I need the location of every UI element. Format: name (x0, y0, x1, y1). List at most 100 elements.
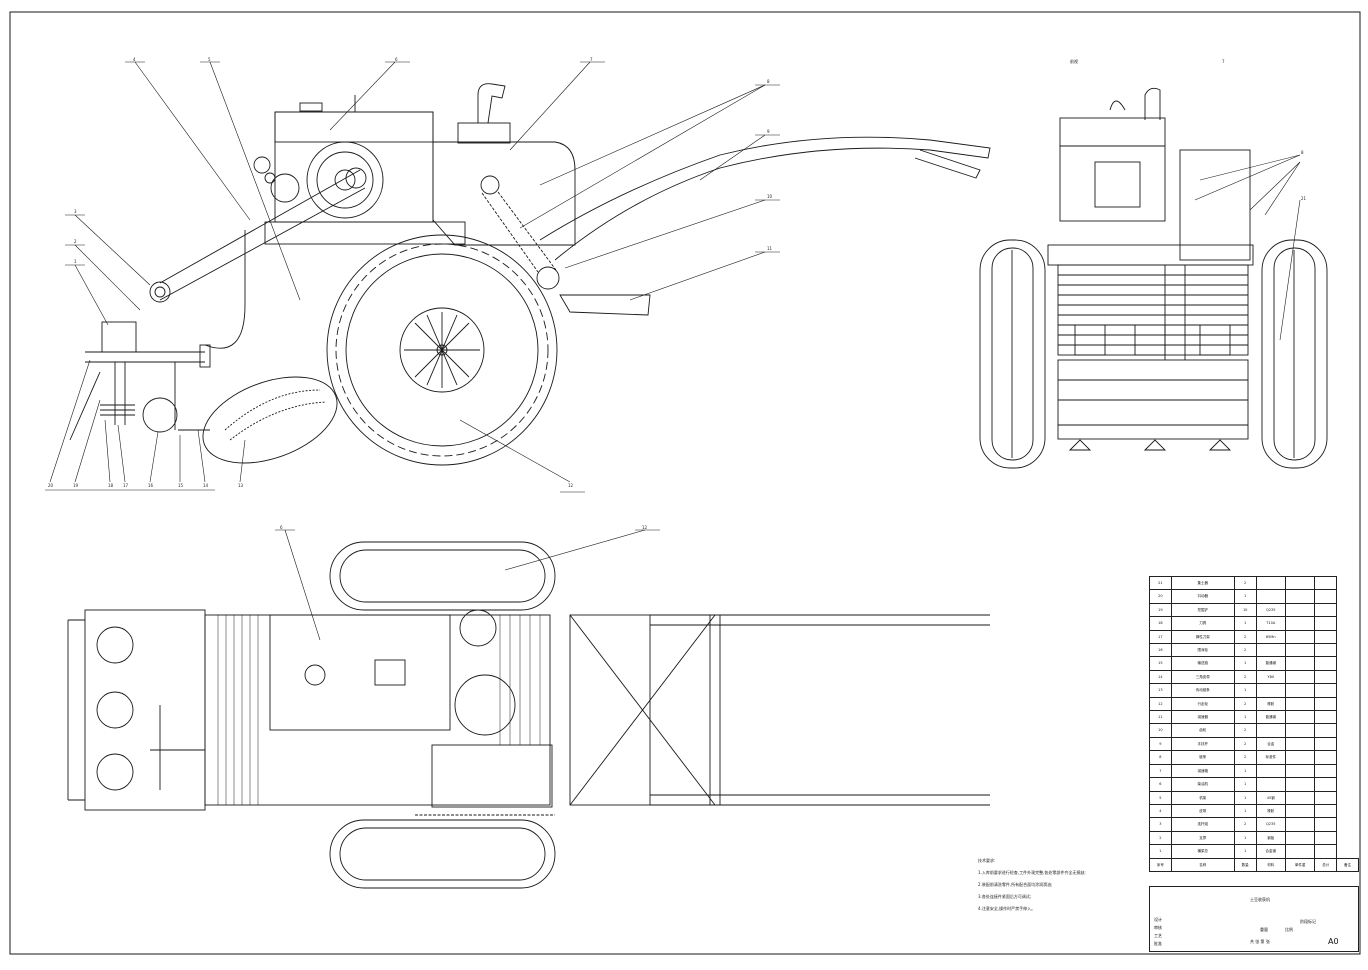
callout-12: 12 (568, 483, 574, 488)
bom-cell (1314, 790, 1338, 805)
cutter-disc-2 (96, 691, 134, 729)
engine-block (274, 111, 434, 223)
outer-frame (9, 11, 1361, 955)
notes-title: 技术要求: (978, 858, 996, 863)
bom-cell (1255, 589, 1286, 604)
bom-cell: 减速箱 (1170, 763, 1235, 779)
bom-cell (1314, 669, 1338, 685)
bom-cell: 1 (1233, 589, 1257, 604)
bom-cell: 皮带 (1170, 803, 1235, 819)
bom-cell (1284, 763, 1316, 779)
callout-2: 2 (74, 239, 77, 244)
bom-cell: 横梁总 (1170, 844, 1235, 859)
bom-header-cell: 数量 (1233, 857, 1257, 872)
bom-cell: 19 (1149, 602, 1172, 618)
top-conveyor (217, 615, 541, 805)
bom-cell: 弹性刀架 (1170, 629, 1235, 645)
bom-cell (1314, 777, 1338, 792)
side-view (69, 83, 991, 466)
bom-cell: 6 (1149, 777, 1172, 792)
bom-cell: 16 (1149, 643, 1172, 658)
callout-6: 6 (395, 57, 398, 62)
callout-9: 9 (767, 129, 770, 134)
bom-cell (1284, 629, 1316, 645)
callout-15: 15 (178, 483, 184, 488)
bom-cell (1284, 643, 1316, 658)
bom-header-cell: 备注 (1336, 857, 1359, 872)
bom-cell (1314, 750, 1338, 765)
callout-3: 3 (74, 209, 77, 214)
bom-cell: 输送链 (1170, 656, 1235, 671)
bom-cell (1314, 736, 1338, 752)
bom-cell: 4 (1149, 803, 1172, 819)
bom-cell: 柴油机 (1170, 777, 1235, 792)
bom-cell: 抖动器 (1170, 589, 1235, 604)
callout-8: 8 (767, 79, 770, 84)
bom-cell: 标准件 (1255, 750, 1286, 765)
callout-18: 18 (108, 483, 114, 488)
bom-cell: 5 (1149, 790, 1172, 805)
bom-cell (1284, 602, 1316, 618)
bom-cell: 7 (1149, 763, 1172, 779)
bom-cell: 2 (1149, 830, 1172, 846)
bom-cell: 9 (1149, 736, 1172, 752)
cutter-disc-3 (96, 753, 134, 791)
top-callout-6: 6 (280, 525, 283, 530)
bom-cell: 机架 (1170, 790, 1235, 805)
bom-cell (1284, 683, 1316, 698)
drive-wheel (326, 234, 558, 466)
bom-cell: 8 (1149, 750, 1172, 765)
notes-item-4: 4.注意安全,操作时严禁手伸入。 (978, 906, 1036, 911)
title-scale: 比例 (1285, 927, 1293, 932)
bom-cell: 合金钢 (1255, 844, 1286, 859)
bom-cell (1314, 656, 1338, 671)
bom-header-cell: 总计 (1314, 857, 1338, 872)
depth-wheel (142, 397, 178, 433)
bom-cell (1314, 575, 1338, 591)
bom-cell: 齿轮 (1170, 723, 1235, 738)
bom-cell (1284, 723, 1316, 738)
bom-cell: 1 (1233, 803, 1257, 819)
bom-cell: 20 (1149, 589, 1172, 604)
bom-cell: 链条 (1170, 750, 1235, 765)
bom-cell: 减速器 (1170, 710, 1235, 725)
bom-cell: 2 (1233, 723, 1257, 738)
bom-cell: Y80 (1255, 669, 1286, 685)
bom-cell: 1 (1149, 844, 1172, 859)
callout-7: 7 (590, 57, 593, 62)
bom-cell: 2 (1233, 696, 1257, 712)
bom-cell: Q235 (1255, 602, 1286, 618)
bom-cell (1284, 830, 1316, 846)
bom-cell: 传动链条 (1170, 683, 1235, 698)
callout-19: 19 (73, 483, 79, 488)
bom-cell: 15 (1149, 656, 1172, 671)
bom-cell (1284, 790, 1316, 805)
digging-blades (69, 371, 135, 441)
bom-cell (1255, 763, 1286, 779)
bom-cell (1284, 736, 1316, 752)
title-design: 设计 (1154, 917, 1162, 922)
title-approve: 批准 (1154, 941, 1162, 946)
side-leaders (45, 61, 780, 493)
notes-item-3: 3.各处连接件紧固后方可调试; (978, 894, 1032, 899)
bom-cell: 1 (1233, 683, 1257, 698)
bom-cell (1314, 643, 1338, 658)
bom-cell: 45钢 (1255, 790, 1286, 805)
bom-cell: 2 (1233, 629, 1257, 645)
bom-cell: 2 (1233, 817, 1257, 832)
title-drawing-no: A0 (1328, 937, 1339, 946)
bom-cell (1284, 844, 1316, 859)
bom-cell: 1 (1233, 710, 1257, 725)
bom-header-row: 序号名称数量材料单件重总计备注 (1149, 857, 1359, 872)
bom-cell: 12 (1149, 696, 1172, 712)
